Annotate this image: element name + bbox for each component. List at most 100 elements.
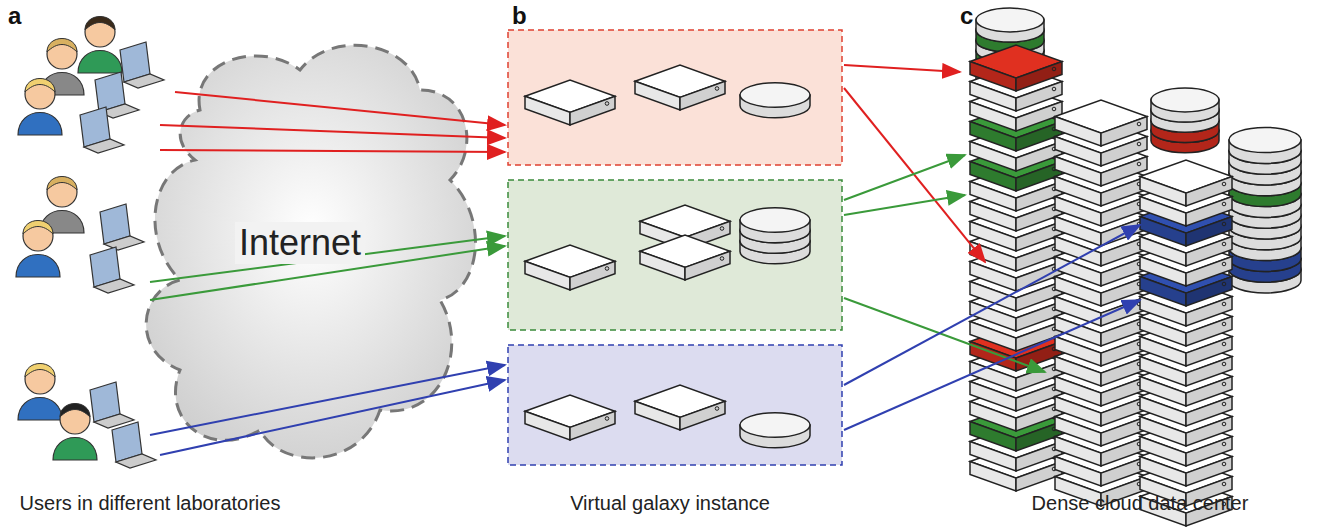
- server-led: [1222, 282, 1226, 286]
- server-led: [1222, 262, 1226, 266]
- server-led: [1222, 382, 1226, 386]
- server-front: [1101, 117, 1147, 146]
- person-head: [60, 404, 90, 434]
- server-led: [1222, 222, 1226, 226]
- person-hair: [23, 221, 53, 235]
- server-front: [680, 401, 725, 430]
- server-led: [1137, 142, 1141, 146]
- server-icon: [1140, 160, 1232, 206]
- server-led: [1222, 462, 1226, 466]
- person-hair: [47, 177, 77, 191]
- person-hair: [85, 17, 115, 31]
- server-icon: [525, 80, 615, 125]
- server-front: [685, 251, 730, 280]
- red-arrow: [175, 92, 505, 125]
- person-head: [47, 177, 77, 207]
- server-led: [1052, 67, 1056, 71]
- red-arrow: [844, 65, 960, 72]
- person-head: [47, 39, 77, 69]
- server-led: [1222, 482, 1226, 486]
- server-side: [1140, 177, 1186, 206]
- server-led: [605, 102, 609, 106]
- server-front: [570, 411, 615, 440]
- person-hair: [47, 39, 77, 53]
- person-body: [18, 398, 62, 421]
- person-head: [23, 221, 53, 251]
- server-side: [635, 401, 680, 430]
- blue-arrow: [160, 380, 505, 455]
- instance-box: [508, 30, 842, 165]
- disk-top: [740, 208, 810, 233]
- cloud-label: Internet: [235, 222, 365, 264]
- server-led: [1137, 162, 1141, 166]
- server-led: [605, 267, 609, 271]
- panel-caption: Users in different laboratories: [20, 492, 281, 515]
- laptop-base: [94, 279, 134, 293]
- person-body: [78, 51, 122, 74]
- server-icon: [640, 235, 730, 280]
- server-front: [570, 96, 615, 125]
- server-icon: [635, 385, 725, 430]
- server-led: [715, 87, 719, 91]
- blue-arrow: [844, 300, 1140, 430]
- server-led: [1222, 402, 1226, 406]
- disk-top: [740, 83, 810, 108]
- server-led: [715, 407, 719, 411]
- panel-letter: a: [8, 2, 21, 30]
- panel-caption: Virtual galaxy instance: [570, 492, 770, 515]
- person-hair: [25, 364, 55, 378]
- server-side: [970, 62, 1016, 91]
- panel-letter: b: [512, 2, 527, 30]
- server-icon: [525, 245, 615, 290]
- server-led: [1222, 322, 1226, 326]
- server-led: [1222, 422, 1226, 426]
- disk-top: [1229, 127, 1301, 152]
- server-led: [1222, 302, 1226, 306]
- green-arrow: [844, 195, 965, 215]
- person-hair: [60, 404, 90, 418]
- red-arrow: [160, 150, 505, 152]
- server-icon: [1055, 100, 1147, 146]
- server-side: [635, 81, 680, 110]
- server-front: [570, 261, 615, 290]
- laptop-base: [84, 139, 124, 153]
- server-led: [1222, 242, 1226, 246]
- server-led: [720, 227, 724, 231]
- server-led: [1222, 182, 1226, 186]
- instance-box: [508, 180, 842, 330]
- server-icon: [525, 395, 615, 440]
- server-led: [1137, 122, 1141, 126]
- person-head: [25, 364, 55, 394]
- laptop-base: [104, 236, 144, 250]
- green-arrow: [844, 155, 965, 200]
- disk-top: [976, 8, 1044, 32]
- server-front: [680, 81, 725, 110]
- node-text: Internet: [235, 222, 365, 264]
- server-led: [1052, 107, 1056, 111]
- panel-caption: Dense cloud data center: [1032, 492, 1249, 515]
- server-side: [640, 251, 685, 280]
- server-led: [1052, 87, 1056, 91]
- server-side: [525, 261, 570, 290]
- server-led: [720, 257, 724, 261]
- server-icon: [635, 65, 725, 110]
- person-head: [85, 17, 115, 47]
- laptop-base: [116, 454, 156, 468]
- red-arrow: [160, 125, 505, 138]
- instance-box: [508, 345, 842, 465]
- server-side: [525, 411, 570, 440]
- server-led: [1222, 362, 1226, 366]
- red-arrow: [844, 88, 985, 262]
- server-icon: [970, 45, 1062, 91]
- person-head: [25, 79, 55, 109]
- disk-top: [740, 413, 810, 438]
- person-body: [18, 113, 62, 136]
- panel-letter: c: [960, 2, 973, 30]
- server-side: [1055, 117, 1101, 146]
- server-led: [605, 417, 609, 421]
- internet-cloud: [146, 45, 475, 458]
- laptop-base: [124, 74, 164, 88]
- disk-top: [1151, 88, 1219, 112]
